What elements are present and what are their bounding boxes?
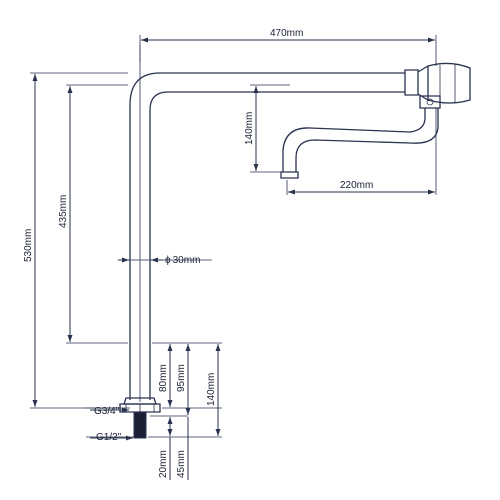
label-lower-total: 140mm — [206, 373, 217, 406]
vertical-pipe — [129, 45, 405, 402]
label-overall-width: 470mm — [270, 28, 303, 39]
base-fittings — [119, 397, 161, 439]
label-thread-lower-b: 45mm — [176, 450, 187, 478]
label-overall-height: 530mm — [23, 229, 34, 262]
label-base-section: 95mm — [176, 364, 187, 392]
label-thread-lower-a: 20mm — [158, 450, 169, 478]
label-upper-thread: G3/4" — [94, 406, 120, 417]
swivel-spout — [280, 108, 439, 179]
dimension-lines — [32, 37, 435, 480]
label-base-to-mid: 80mm — [158, 364, 169, 392]
label-upper-height: 435mm — [58, 195, 69, 228]
valve-handle — [404, 62, 471, 109]
diameter-value: 30mm — [173, 255, 201, 266]
label-spout-reach: 220mm — [340, 180, 373, 191]
label-lower-thread: G1/2" — [96, 432, 122, 443]
extension-lines — [30, 35, 437, 438]
label-spout-drop: 140mm — [244, 112, 255, 145]
diameter-symbol: ϕ — [165, 255, 171, 266]
